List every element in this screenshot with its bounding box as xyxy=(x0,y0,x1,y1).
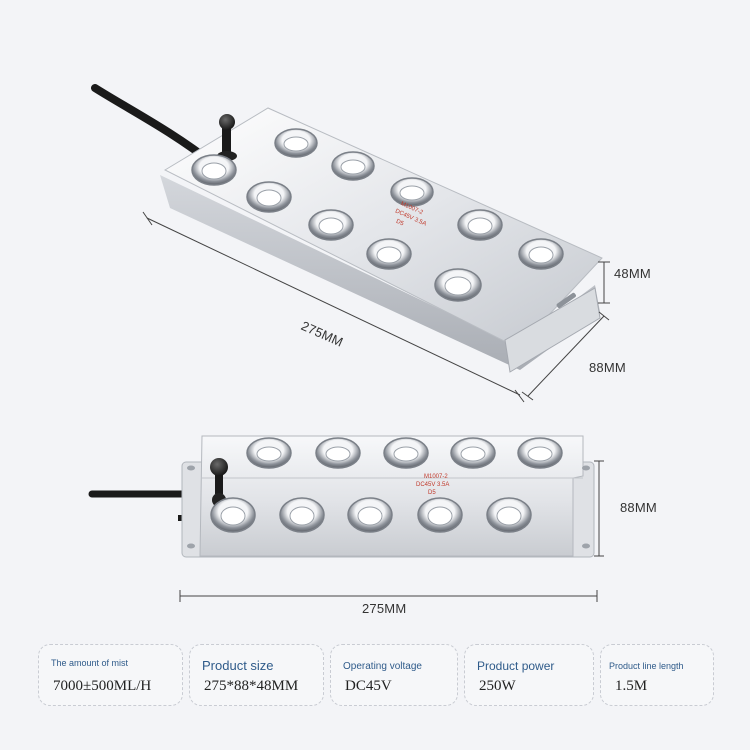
iso-dimension-lines xyxy=(142,211,610,403)
iso-width-label: 88MM xyxy=(589,360,626,375)
iso-mount-tab xyxy=(504,287,601,373)
iso-slot xyxy=(556,292,576,308)
iso-label-code: D5 xyxy=(395,219,405,228)
spec-card-size: Product size 275*88*48MM xyxy=(189,644,324,706)
spec-value-size: 275*88*48MM xyxy=(204,678,299,694)
spec-title-voltage: Operating voltage xyxy=(343,661,422,672)
spec-card-mist: The amount of mist 7000±500ML/H xyxy=(38,644,183,706)
front-width-label: 88MM xyxy=(620,500,657,515)
front-label-rating: DC45V 3.5A xyxy=(416,482,449,488)
spec-title-line-length: Product line length xyxy=(609,661,684,671)
spec-value-line-length: 1.5M xyxy=(615,678,648,694)
iso-height-label: 48MM xyxy=(614,266,651,281)
spec-card-line-length: Product line length 1.5M xyxy=(600,644,714,706)
front-dimension-lines xyxy=(179,460,604,602)
spec-title-power: Product power xyxy=(477,659,555,673)
iso-device: M1007-2 DC45V 3.5A D5 xyxy=(91,84,603,373)
front-label-code: D5 xyxy=(428,490,436,496)
front-length-label: 275MM xyxy=(362,601,407,616)
iso-top-plate xyxy=(163,107,603,349)
spec-title-size: Product size xyxy=(202,658,274,673)
spec-title-mist: The amount of mist xyxy=(51,658,129,668)
spec-value-power: 250W xyxy=(479,678,516,694)
spec-value-voltage: DC45V xyxy=(345,678,392,694)
front-label-model: M1007-2 xyxy=(424,474,448,480)
spec-card-voltage: Operating voltage DC45V xyxy=(330,644,458,706)
spec-value-mist: 7000±500ML/H xyxy=(53,678,152,694)
front-device: M1007-2 DC45V 3.5A D5 xyxy=(88,435,595,558)
spec-card-power: Product power 250W xyxy=(464,644,594,706)
spec-row: The amount of mist 7000±500ML/H Product … xyxy=(38,644,718,708)
